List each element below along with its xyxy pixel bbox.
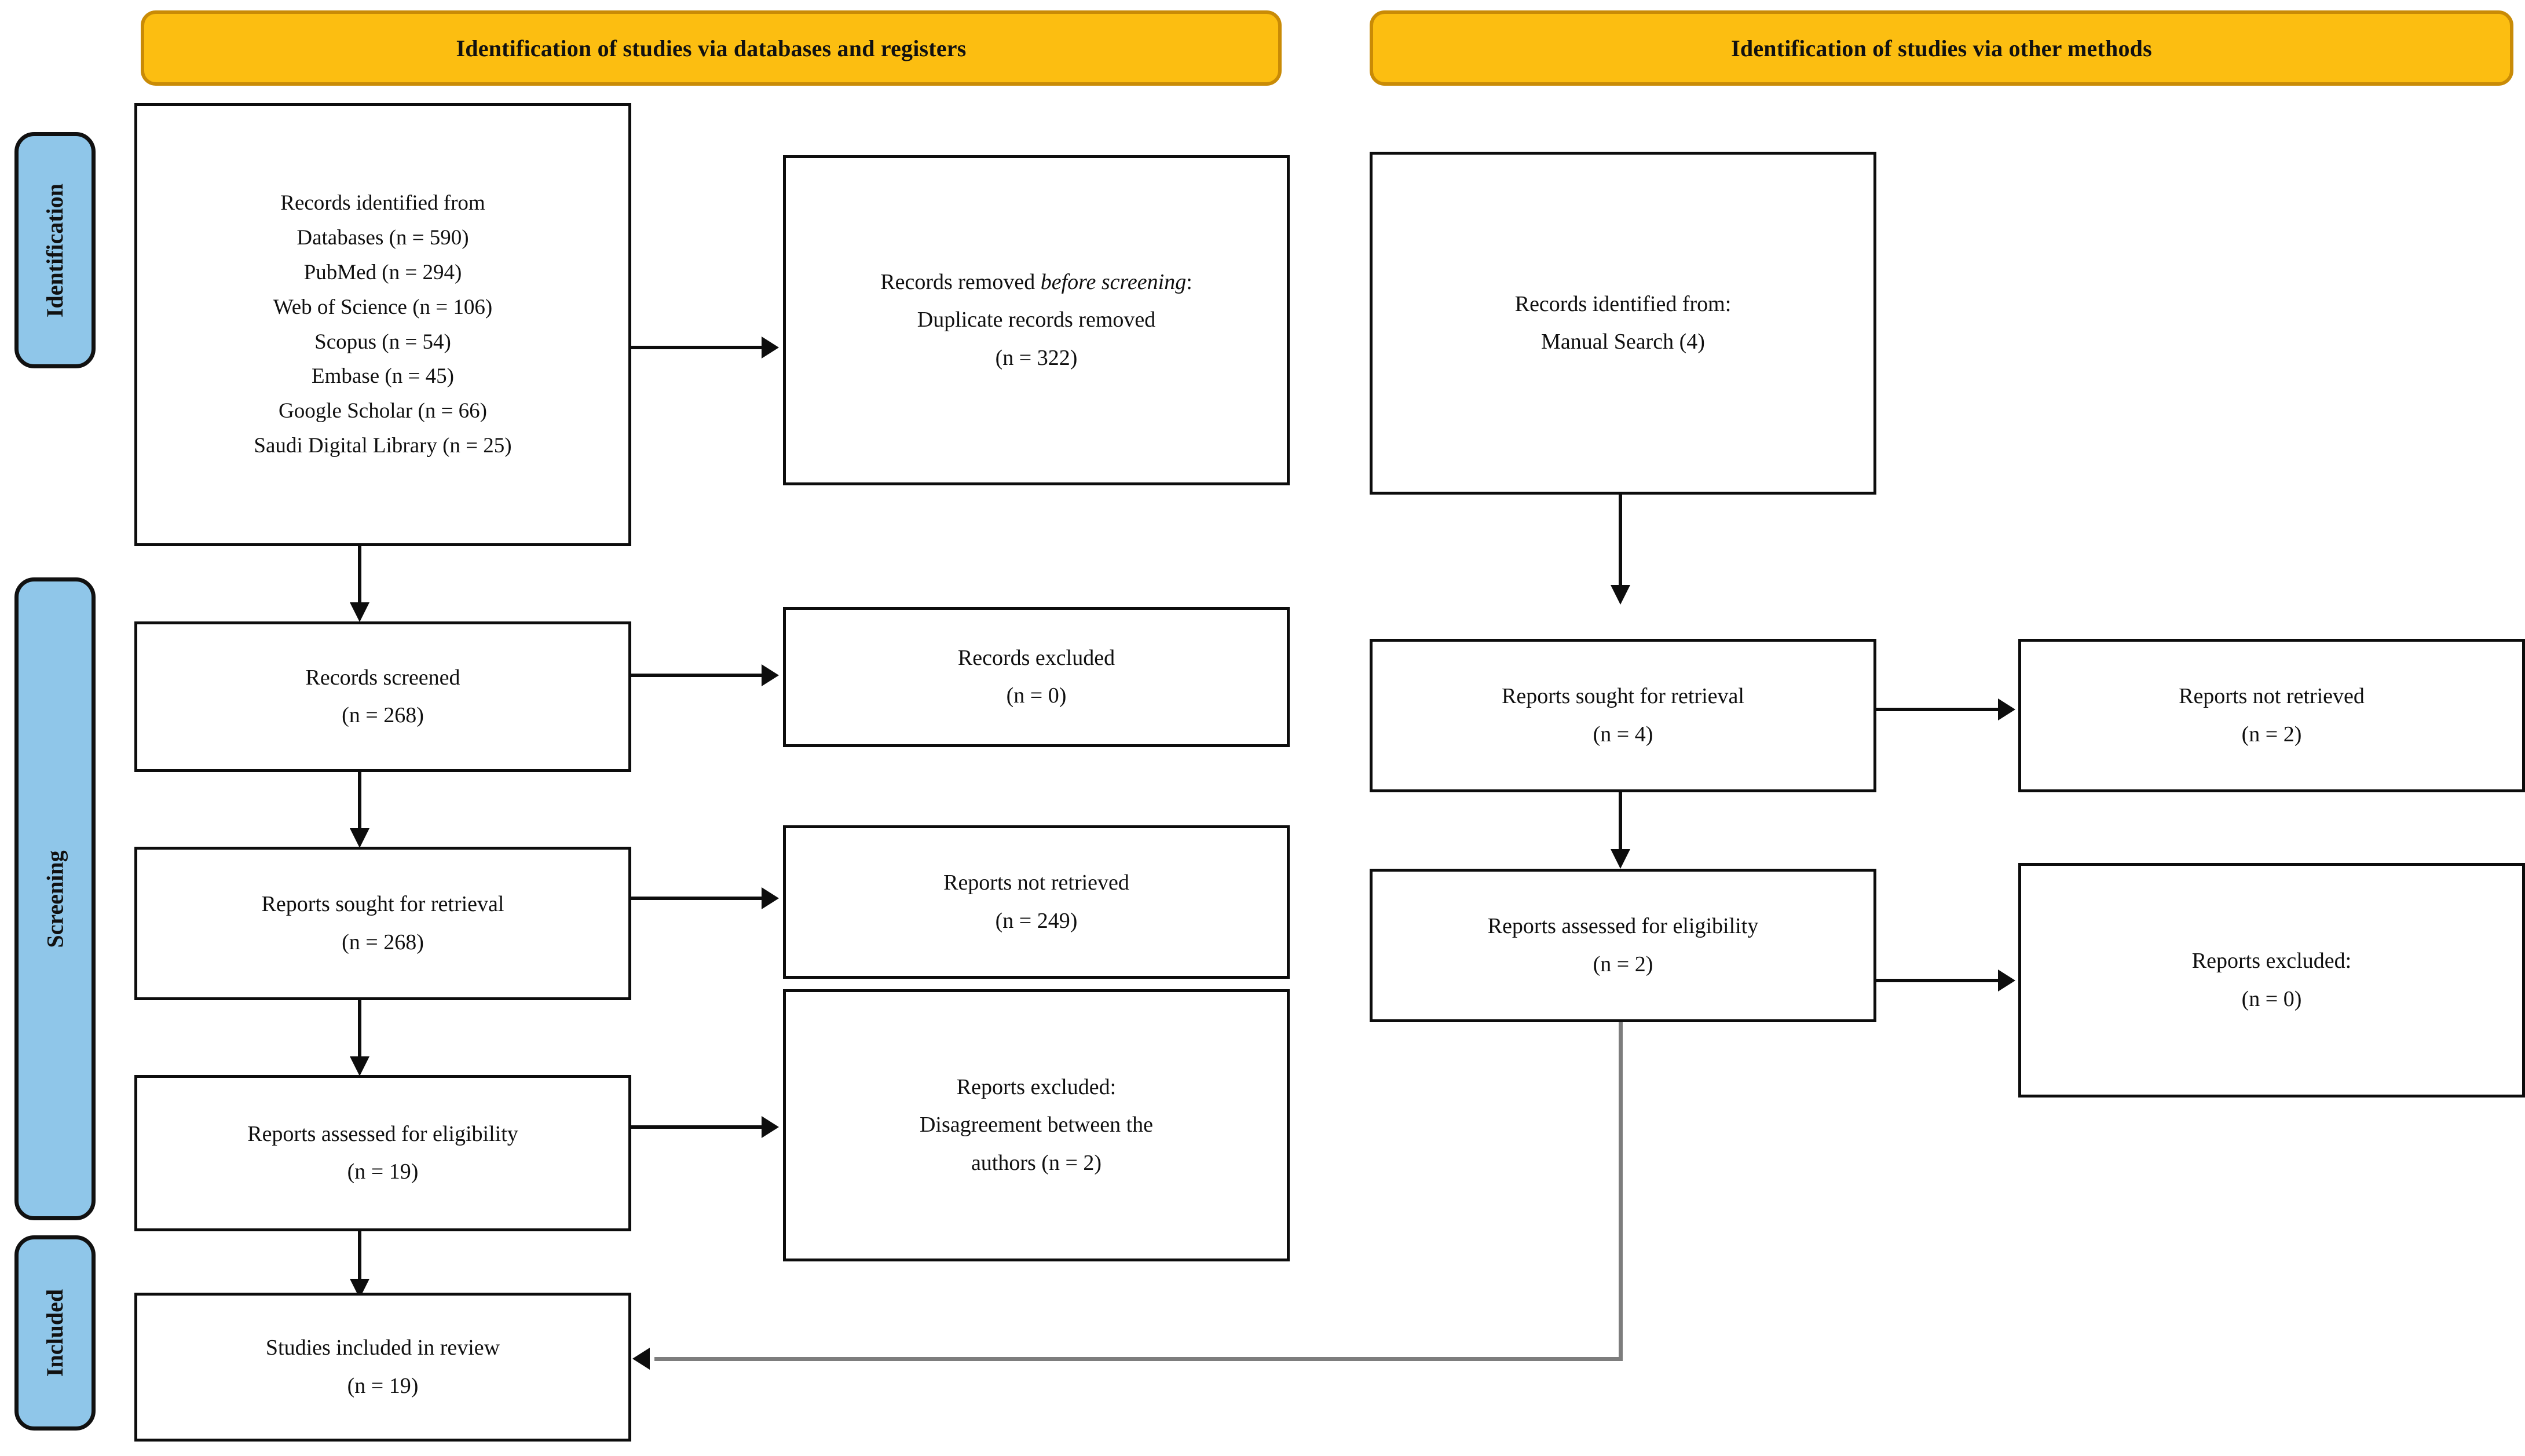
box-reports-assessed-right: Reports assessed for eligibility (n = 2): [1370, 869, 1876, 1022]
banner-other-methods: Identification of studies via other meth…: [1370, 10, 2513, 86]
connector-sought-to-notretrieved-left: [631, 897, 763, 900]
arrowhead-sought-to-assessed-left: [350, 1056, 369, 1076]
connector-identified-to-screened: [358, 546, 361, 607]
box-reports-excluded-left: Reports excluded: Disagreement between t…: [783, 989, 1290, 1261]
reports-not-retrieved-left-line-1: Reports not retrieved: [943, 870, 1129, 895]
box-records-identified-other: Records identified from: Manual Search (…: [1370, 152, 1876, 495]
box-records-removed: Records removed before screening: Duplic…: [783, 155, 1290, 485]
reports-excluded-left-line-1: Reports excluded:: [956, 1074, 1117, 1099]
reports-excluded-left-line-2: Disagreement between the: [919, 1113, 1154, 1137]
arrowhead-other-to-sought-right: [1611, 585, 1630, 605]
records-identified-other-line-2: Manual Search (4): [1541, 330, 1705, 354]
reports-assessed-left-line-2: (n = 19): [347, 1159, 419, 1184]
reports-excluded-right-line-2: (n = 0): [2241, 986, 2302, 1011]
box-reports-sought-right: Reports sought for retrieval (n = 4): [1370, 639, 1876, 792]
reports-excluded-right-line-1: Reports excluded:: [2191, 949, 2352, 974]
connector-sought-to-assessed-right: [1619, 792, 1622, 853]
reports-excluded-left-line-3: authors (n = 2): [971, 1150, 1102, 1175]
reports-sought-right-line-1: Reports sought for retrieval: [1502, 684, 1744, 709]
phase-label-included: Included: [14, 1235, 96, 1431]
phase-label-identification: Identification: [14, 132, 96, 368]
box-records-excluded: Records excluded (n = 0): [783, 607, 1290, 747]
records-identified-line-4: Web of Science (n = 106): [273, 295, 493, 319]
reports-assessed-right-line-1: Reports assessed for eligibility: [1487, 914, 1759, 939]
reports-sought-left-line-2: (n = 268): [342, 930, 424, 954]
connector-sought-to-assessed-left: [358, 1000, 361, 1061]
records-screened-line-1: Records screened: [305, 665, 460, 690]
records-identified-line-2: Databases (n = 590): [297, 225, 469, 250]
phase-label-identification-text: Identification: [42, 183, 68, 317]
connector-assessed-to-excluded-left: [631, 1125, 763, 1129]
records-identified-other-line-1: Records identified from:: [1514, 291, 1732, 316]
records-excluded-line-1: Records excluded: [957, 645, 1115, 670]
connector-screened-to-sought: [358, 772, 361, 833]
arrowhead-assessed-to-excluded-right: [1998, 970, 2015, 992]
arrowhead-identified-to-screened: [350, 602, 369, 622]
arrowhead-sought-to-notretrieved-right: [1998, 698, 2015, 720]
records-identified-line-5: Scopus (n = 54): [314, 330, 451, 354]
records-excluded-line-2: (n = 0): [1006, 683, 1067, 708]
arrowhead-right-to-included: [632, 1348, 650, 1370]
connector-identified-to-removed: [631, 346, 763, 349]
arrowhead-screened-to-sought: [350, 828, 369, 848]
box-records-identified: Records identified from Databases (n = 5…: [134, 103, 631, 546]
box-reports-not-retrieved-right: Reports not retrieved (n = 2): [2018, 639, 2525, 792]
studies-included-line-1: Studies included in review: [265, 1336, 500, 1360]
records-identified-line-7: Google Scholar (n = 66): [279, 399, 487, 423]
records-identified-line-6: Embase (n = 45): [312, 364, 454, 389]
records-screened-line-2: (n = 268): [342, 703, 424, 727]
reports-assessed-left-line-1: Reports assessed for eligibility: [247, 1121, 518, 1146]
connector-right-to-included-vertical: [1619, 1022, 1623, 1361]
box-reports-assessed-left: Reports assessed for eligibility (n = 19…: [134, 1075, 631, 1231]
reports-not-retrieved-right-line-2: (n = 2): [2241, 722, 2302, 747]
reports-not-retrieved-left-line-2: (n = 249): [995, 908, 1078, 933]
records-removed-line-2: Duplicate records removed: [917, 308, 1156, 332]
reports-sought-left-line-1: Reports sought for retrieval: [261, 892, 504, 917]
box-records-screened: Records screened (n = 268): [134, 621, 631, 772]
box-reports-not-retrieved-left: Reports not retrieved (n = 249): [783, 825, 1290, 979]
arrowhead-identified-to-removed: [762, 336, 779, 358]
phase-label-screening-text: Screening: [42, 850, 68, 948]
connector-assessed-to-included: [358, 1231, 361, 1283]
box-reports-sought-left: Reports sought for retrieval (n = 268): [134, 847, 631, 1000]
arrowhead-assessed-to-excluded-left: [762, 1116, 779, 1138]
reports-assessed-right-line-2: (n = 2): [1593, 952, 1653, 976]
records-identified-line-1: Records identified from: [280, 191, 485, 215]
arrowhead-sought-to-assessed-right: [1611, 849, 1630, 869]
phase-label-included-text: Included: [42, 1289, 68, 1377]
banner-databases-registers: Identification of studies via databases …: [141, 10, 1282, 86]
phase-label-screening: Screening: [14, 577, 96, 1220]
arrowhead-sought-to-notretrieved-left: [762, 887, 779, 909]
records-identified-line-3: PubMed (n = 294): [303, 260, 462, 284]
connector-sought-to-notretrieved-right: [1876, 708, 2000, 711]
studies-included-line-2: (n = 19): [347, 1373, 419, 1398]
arrowhead-screened-to-excluded: [762, 664, 779, 686]
reports-sought-right-line-2: (n = 4): [1593, 722, 1653, 747]
records-removed-line-3: (n = 322): [995, 345, 1078, 370]
connector-screened-to-excluded: [631, 674, 763, 677]
connector-right-to-included-horizontal: [654, 1357, 1623, 1361]
reports-not-retrieved-right-line-1: Reports not retrieved: [2179, 684, 2365, 709]
records-removed-line-1: Records removed before screening:: [880, 269, 1192, 294]
box-reports-excluded-right: Reports excluded: (n = 0): [2018, 863, 2525, 1098]
records-identified-line-8: Saudi Digital Library (n = 25): [254, 434, 512, 458]
box-studies-included: Studies included in review (n = 19): [134, 1293, 631, 1442]
connector-other-to-sought-right: [1619, 495, 1622, 590]
connector-assessed-to-excluded-right: [1876, 979, 2000, 982]
